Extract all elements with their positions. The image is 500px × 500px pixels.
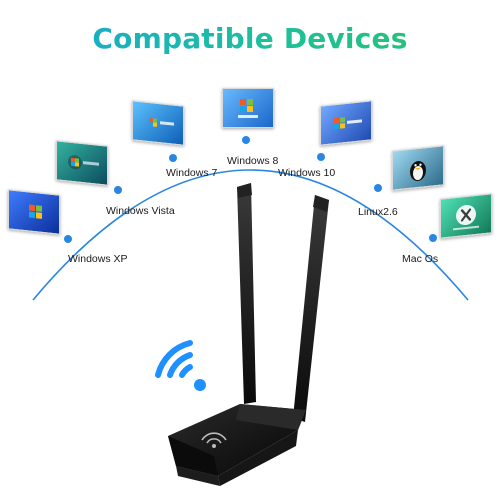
os-label-windows-10: Windows 10	[278, 167, 336, 179]
arc-dot-linux	[374, 184, 382, 192]
usb-wifi-adapter-icon	[168, 404, 306, 486]
arc-dot-windows-vista	[114, 186, 122, 194]
mac-os-x-icon	[440, 193, 492, 239]
os-label-linux: Linux2.6	[358, 206, 398, 218]
compatibility-arc	[32, 169, 469, 301]
wifi-signal-icon	[155, 340, 206, 391]
arc-dot-mac-os	[429, 234, 437, 242]
linux-tux-icon	[392, 145, 444, 191]
os-label-windows-xp: Windows XP	[68, 253, 128, 265]
windows-xp-logo-icon	[8, 189, 60, 235]
antenna-right	[293, 195, 329, 422]
os-label-mac-os: Mac Os	[402, 253, 439, 265]
windows-7-logo-icon	[132, 100, 184, 146]
arc-dot-windows-10	[317, 153, 325, 161]
page-title: Compatible Devices	[0, 22, 500, 55]
windows-8-logo-icon	[222, 88, 274, 128]
os-label-windows-7: Windows 7	[166, 167, 218, 179]
antenna-left	[237, 183, 256, 404]
arc-dot-windows-xp	[64, 235, 72, 243]
windows-10-logo-icon	[320, 100, 372, 146]
arc-dot-windows-7	[169, 154, 177, 162]
arc-dot-windows-8	[242, 136, 250, 144]
os-label-windows-vista: Windows Vista	[106, 205, 175, 217]
os-label-windows-8: Windows 8	[227, 155, 279, 167]
windows-vista-logo-icon	[56, 140, 108, 186]
